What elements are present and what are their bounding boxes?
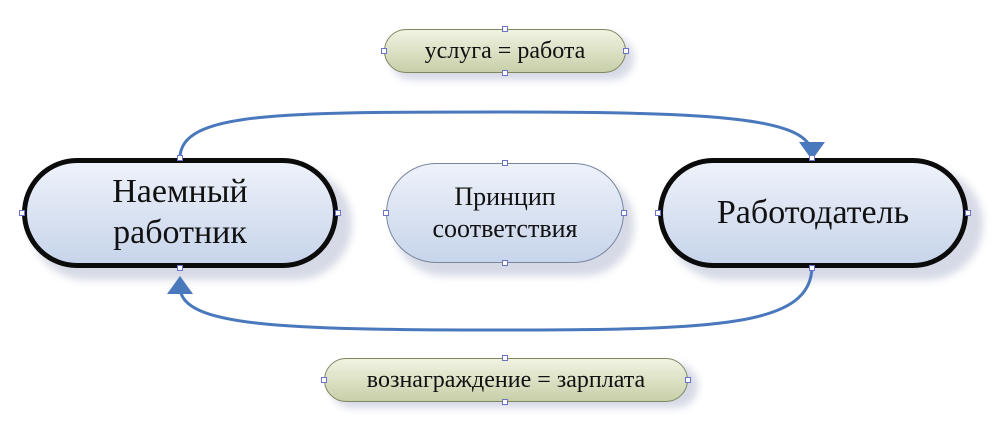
arrow-service-head [799, 142, 825, 160]
principle-node-text: Принцип соответствия [433, 181, 578, 246]
service-label-text: услуга = работа [424, 37, 586, 64]
arrow-salary-path [178, 265, 814, 332]
service-label[interactable]: услуга = работа [384, 29, 626, 73]
salary-label-text: вознаграждение = зарплата [366, 366, 646, 393]
salary-label[interactable]: вознаграждение = зарплата [324, 358, 688, 402]
employer-node[interactable]: Работодатель [658, 158, 968, 268]
principle-node[interactable]: Принцип соответствия [386, 163, 624, 263]
worker-label-line2: работник [113, 214, 247, 251]
worker-node[interactable]: Наемный работник [22, 158, 338, 268]
arrow-service-path [178, 110, 814, 159]
worker-node-text: Наемный работник [112, 172, 248, 254]
principle-label-line2: соответствия [432, 214, 578, 243]
employer-label: Работодатель [716, 193, 910, 231]
principle-label-line1: Принцип [454, 181, 556, 211]
arrow-salary-head [167, 276, 193, 294]
worker-label-line1: Наемный [112, 173, 248, 211]
